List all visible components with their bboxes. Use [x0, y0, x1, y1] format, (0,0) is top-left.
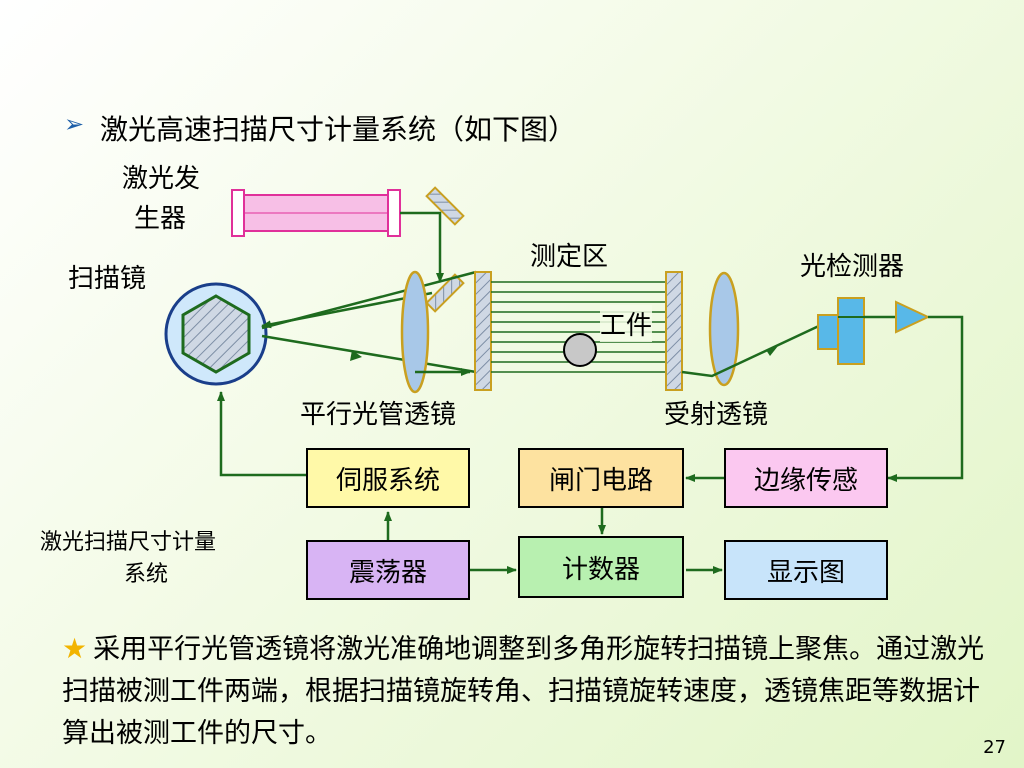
- scan-beam-upper: [261, 270, 477, 330]
- scan-beam-lower: [261, 334, 477, 374]
- label-collimator-lens: 平行光管透镜: [300, 400, 457, 430]
- oscillator-box: 震荡器: [306, 540, 470, 600]
- gate-circuit-box: 闸门电路: [518, 448, 684, 508]
- label-laser-generator-line1: 激光发: [122, 164, 201, 194]
- edge-sensor-box: 边缘传感: [724, 448, 888, 508]
- counter-box: 计数器: [518, 536, 684, 598]
- label-receiving-lens: 受射透镜: [664, 400, 769, 430]
- laser-beam: [400, 211, 444, 283]
- collimator-lens: [400, 270, 430, 394]
- bullet-arrow-icon: ➢: [64, 110, 85, 138]
- description-text: 采用平行光管透镜将激光准确地调整到多角形旋转扫描镜上聚焦。通过激光扫描被测工件两…: [62, 634, 985, 749]
- photodetector: [817, 297, 931, 365]
- workpiece: [563, 333, 597, 367]
- receiving-lens: [708, 271, 740, 387]
- label-system-caption-line2: 系统: [124, 562, 169, 587]
- servo-system-box: 伺服系统: [306, 448, 470, 508]
- label-measuring-zone: 测定区: [530, 242, 609, 272]
- label-system-caption-line1: 激光扫描尺寸计量: [40, 530, 217, 555]
- receiving-beam: [681, 315, 839, 378]
- page-number: 27: [983, 737, 1006, 758]
- slide-heading: 激光高速扫描尺寸计量系统（如下图）: [100, 113, 577, 146]
- folding-mirror-lower: [425, 273, 465, 313]
- servo-to-mirror: [217, 391, 306, 477]
- folding-mirror-upper: [425, 186, 465, 226]
- window-plate-left: [474, 271, 492, 391]
- description-paragraph: ★采用平行光管透镜将激光准确地调整到多角形旋转扫描镜上聚焦。通过激光扫描被测工件…: [62, 628, 1002, 755]
- detector-to-edge-sensor: [887, 315, 964, 482]
- label-scanning-mirror: 扫描镜: [68, 264, 147, 294]
- label-laser-generator-line2: 生器: [134, 204, 187, 234]
- laser-tube: [231, 189, 401, 237]
- window-plate-right: [665, 271, 683, 391]
- display-box: 显示图: [724, 540, 888, 600]
- label-photodetector: 光检测器: [800, 252, 905, 282]
- scanning-mirror: [164, 282, 268, 386]
- star-icon: ★: [62, 632, 88, 665]
- label-workpiece: 工件: [600, 305, 653, 342]
